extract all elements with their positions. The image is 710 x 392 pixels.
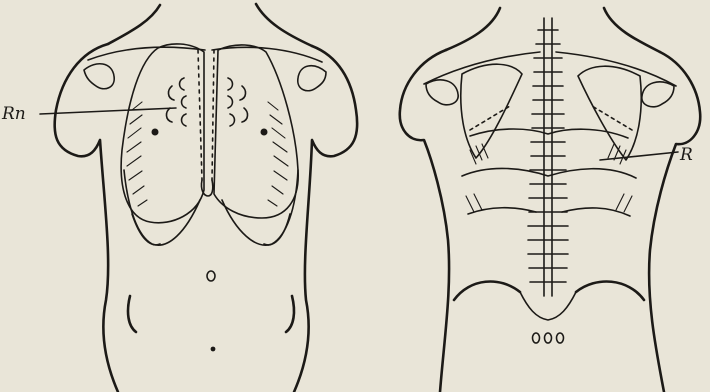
- front-outline-right: [294, 46, 357, 392]
- back-rib-low-right: [562, 208, 630, 216]
- front-lung-dot-left: [152, 129, 159, 136]
- back-rib-low-left: [468, 208, 536, 214]
- back-label-leader: [600, 152, 678, 160]
- back-rib-upper: [470, 129, 628, 138]
- back-scapula-right: [578, 66, 641, 160]
- back-scapula-spine-right: [592, 106, 632, 130]
- front-rib-arcs: [166, 78, 247, 126]
- front-hip-right: [286, 296, 294, 332]
- back-rib-hatch-left: [466, 144, 488, 212]
- back-neck-left: [446, 8, 500, 50]
- back-shoulder-line-right: [556, 52, 676, 86]
- front-shoulder-right: [298, 66, 326, 91]
- front-lung-dot-right: [261, 129, 268, 136]
- back-neck-right: [604, 8, 660, 52]
- back-scapula-spine-left: [470, 106, 510, 130]
- front-label-leader: [40, 108, 176, 114]
- front-clavicle-left: [88, 47, 205, 60]
- front-hip-left: [128, 296, 136, 332]
- back-outline-right: [649, 52, 700, 392]
- back-scapula-left: [461, 64, 522, 158]
- back-spine: [528, 18, 568, 296]
- front-costal-margin-right: [222, 170, 298, 245]
- front-xiphoid: [201, 180, 212, 196]
- back-sacral-foramina: [533, 333, 564, 343]
- front-label: Rn: [1, 104, 26, 124]
- front-torso: Rn: [1, 4, 357, 392]
- front-neck-right: [256, 4, 312, 46]
- front-neck-left: [108, 5, 160, 44]
- back-rib-hatch-right: [608, 144, 632, 212]
- back-shoulder-head-left: [426, 80, 458, 105]
- front-navel: [207, 271, 215, 281]
- front-lung-shading: [127, 102, 288, 206]
- back-torso: R: [400, 8, 700, 392]
- front-outline-left: [55, 44, 118, 392]
- front-sternum-right: [212, 50, 214, 180]
- front-costal-margin-right-inner: [264, 214, 290, 245]
- front-shoulder-left: [84, 64, 114, 89]
- front-lung-right: [214, 45, 298, 218]
- back-pelvis-left: [454, 282, 520, 300]
- back-shoulder-head-right: [642, 82, 674, 107]
- back-pelvis-right: [576, 282, 644, 300]
- front-costal-margin-left-inner: [132, 214, 160, 245]
- back-outline-left: [400, 50, 449, 392]
- back-sacrum: [520, 292, 576, 320]
- front-pubic-dot: [211, 347, 216, 352]
- front-sternum-left: [198, 50, 202, 180]
- front-costal-margin-left: [124, 170, 200, 245]
- back-label: R: [679, 145, 693, 165]
